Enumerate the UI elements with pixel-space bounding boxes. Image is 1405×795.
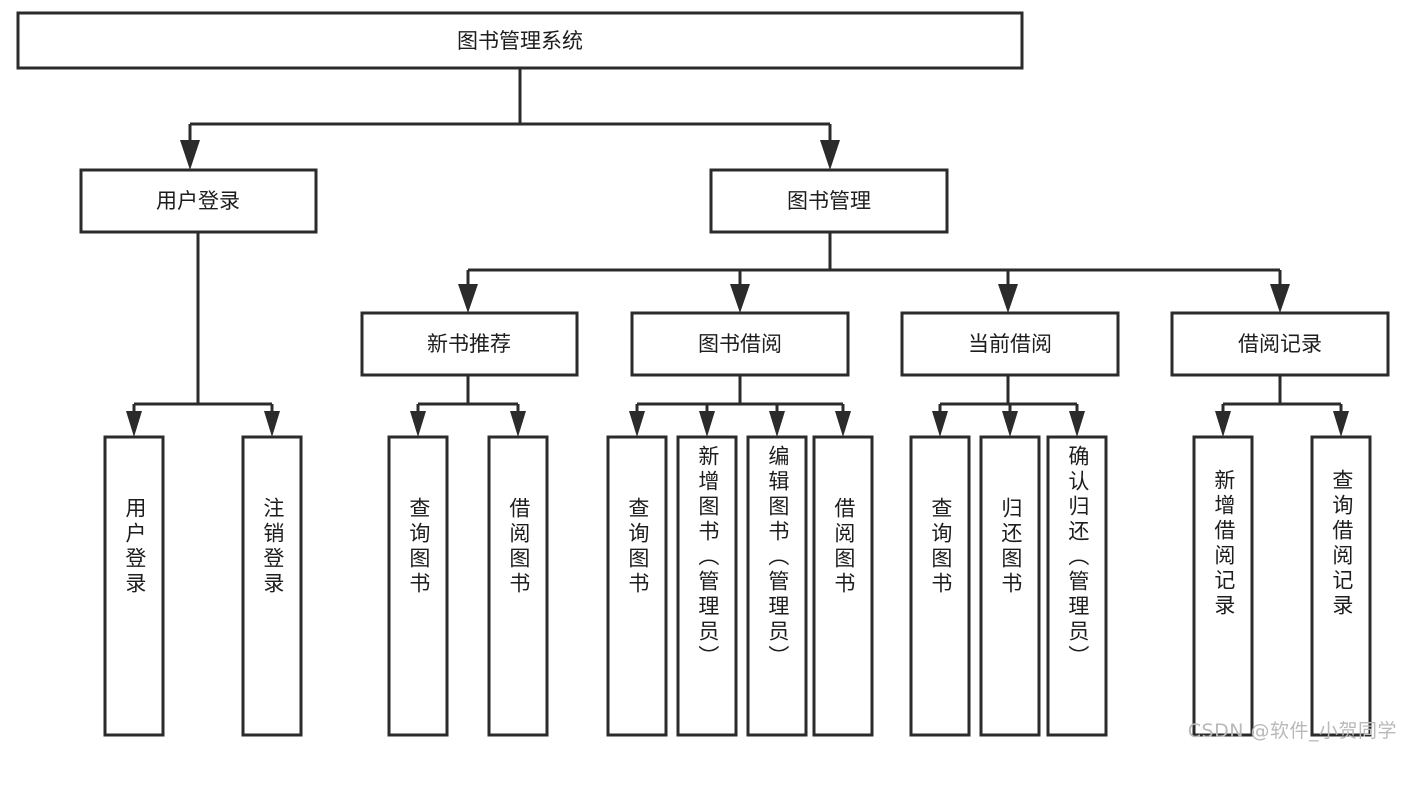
node-leaf-query-book-3[interactable]	[909, 435, 971, 737]
node-book-management-label: 图书管理	[787, 189, 871, 213]
node-borrow-record[interactable]: 借阅记录	[1170, 311, 1390, 377]
node-leaf-confirm-return[interactable]	[1046, 435, 1108, 737]
node-current-borrow-label: 当前借阅	[968, 332, 1052, 356]
node-current-borrow[interactable]: 当前借阅	[900, 311, 1120, 377]
node-root[interactable]: 图书管理系统	[16, 11, 1024, 70]
node-root-label: 图书管理系统	[457, 29, 583, 53]
node-book-management[interactable]: 图书管理	[709, 168, 949, 234]
csdn-watermark: CSDN @软件_小贺同学	[1187, 720, 1397, 742]
flowchart-svg: 图书管理系统 用户登录 图书管理 新书推荐 图书借阅 当前借阅 借阅记录	[16, 11, 1390, 737]
node-leaf-query-book-2[interactable]	[606, 435, 668, 737]
diagram-canvas: 图书管理系统 用户登录 图书管理 新书推荐 图书借阅 当前借阅 借阅记录	[16, 11, 1397, 742]
node-borrow-record-label: 借阅记录	[1238, 332, 1322, 356]
connector-userlogin-to-leaves	[126, 232, 280, 437]
node-book-borrow[interactable]: 图书借阅	[630, 311, 850, 377]
node-book-borrow-label: 图书借阅	[698, 332, 782, 356]
node-user-login[interactable]: 用户登录	[79, 168, 318, 234]
connector-newbook-to-leaves	[410, 375, 526, 437]
node-leaf-query-book-1[interactable]	[387, 435, 449, 737]
node-leaf-return-book[interactable]	[979, 435, 1041, 737]
node-leaf-user-login[interactable]	[103, 435, 165, 737]
node-new-book-recommend-label: 新书推荐	[427, 332, 511, 356]
connector-borrowrecord-to-leaves	[1215, 375, 1349, 437]
node-user-login-label: 用户登录	[156, 189, 240, 213]
node-leaf-edit-book[interactable]	[746, 435, 808, 737]
node-leaf-borrow-book-1[interactable]	[487, 435, 549, 737]
node-leaf-add-record[interactable]	[1192, 435, 1254, 737]
connector-currentborrow-to-leaves	[932, 375, 1085, 437]
connector-bookborrow-to-leaves	[629, 375, 851, 437]
node-leaf-add-book[interactable]	[676, 435, 738, 737]
node-new-book-recommend[interactable]: 新书推荐	[360, 311, 579, 377]
node-leaf-borrow-book-2[interactable]	[812, 435, 874, 737]
connector-bookmgmt-to-level3	[458, 232, 1290, 313]
node-leaf-query-record[interactable]	[1310, 435, 1372, 737]
node-leaf-logout[interactable]	[241, 435, 303, 737]
connector-root-to-level2	[180, 68, 840, 170]
